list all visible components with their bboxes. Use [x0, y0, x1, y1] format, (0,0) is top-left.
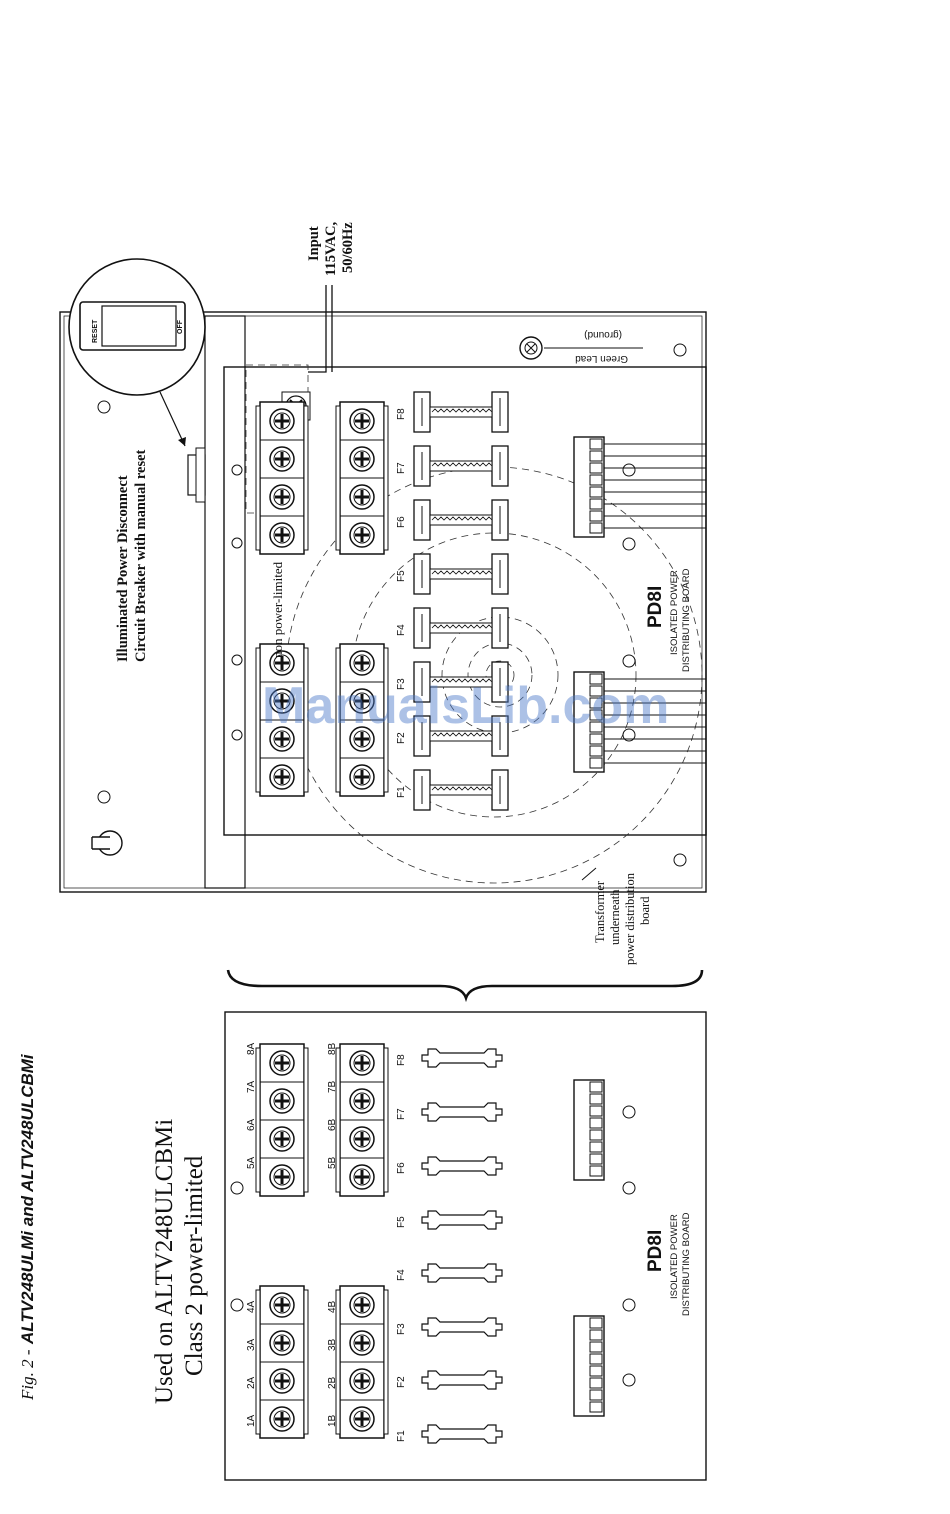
- figure-models: ALTV248ULMi and ALTV248ULCBMi: [18, 1053, 37, 1345]
- fuse-label: F3: [396, 678, 407, 690]
- svg-text:8B: 8B: [327, 1042, 338, 1055]
- terminal-block: [256, 1044, 308, 1196]
- terminal-labels-a: 1A 2A 3A 4A 5A 6A 7A 8A: [246, 1042, 257, 1427]
- connector-upper-b: [573, 436, 605, 538]
- mounting-hole: [97, 400, 111, 414]
- svg-text:1A: 1A: [246, 1414, 257, 1427]
- svg-text:F7: F7: [396, 1108, 407, 1120]
- svg-text:115VAC,: 115VAC,: [323, 222, 339, 276]
- figure-caption: Fig. 2 - ALTV248ULMi and ALTV248ULCBMi: [18, 1053, 37, 1401]
- svg-text:Used on ALTV248ULCBMi: Used on ALTV248ULCBMi: [151, 1119, 178, 1404]
- svg-text:F6: F6: [396, 1162, 407, 1174]
- board-subtitle-upper: ISOLATED POWER: [669, 570, 680, 655]
- connector-lower-b: [573, 1079, 605, 1181]
- board-subtitle-lower: ISOLATED POWER: [669, 1214, 680, 1299]
- terminal-block: [336, 1286, 388, 1438]
- svg-text:Transformer: Transformer: [593, 880, 607, 943]
- green-lead-label: Green Lead: [575, 353, 628, 364]
- svg-text:power distribution: power distribution: [623, 872, 637, 965]
- svg-text:F1: F1: [396, 1430, 407, 1442]
- upper-enclosure: RESET OFF Illuminated Power Disconnect C…: [59, 222, 707, 965]
- keyhole-icon: [90, 830, 123, 856]
- hinge-strip: [204, 315, 246, 889]
- fuse-label: F1: [396, 786, 407, 798]
- fuse-labels-lower: F1 F2 F3 F4 F5 F6 F7 F8: [396, 1054, 407, 1442]
- svg-text:F2: F2: [396, 1376, 407, 1388]
- svg-text:6B: 6B: [327, 1118, 338, 1131]
- svg-text:5A: 5A: [246, 1156, 257, 1169]
- svg-text:F8: F8: [396, 1054, 407, 1066]
- non-power-limited-label: non power-limited: [270, 561, 285, 658]
- input-label: Input 115VAC, 50/60Hz: [306, 222, 356, 276]
- fuse-label: F6: [396, 516, 407, 528]
- transformer-label: Transformer underneath power distributio…: [593, 872, 652, 965]
- svg-text:2A: 2A: [246, 1376, 257, 1389]
- svg-text:5B: 5B: [327, 1156, 338, 1169]
- terminal-block: [336, 402, 388, 554]
- switch-reset-label: RESET: [92, 319, 99, 343]
- terminal-block: [256, 1286, 308, 1438]
- svg-text:F4: F4: [396, 1269, 407, 1281]
- board-name-upper: PD8I: [645, 586, 666, 628]
- svg-text:7A: 7A: [246, 1080, 257, 1093]
- lower-board-section: Used on ALTV248ULCBMi Class 2 power-limi…: [151, 1011, 707, 1481]
- pd8i-board-lower: [224, 1011, 707, 1481]
- watermark: ManualsLib.com: [262, 677, 669, 735]
- pd8i-board-upper: [223, 366, 707, 836]
- fuse-clips-lower: [421, 1048, 503, 1444]
- ground-stud: [519, 336, 643, 360]
- board-subtitle-upper: DISTRIBUTING BOARD: [681, 568, 692, 672]
- terminal-block: [336, 1044, 388, 1196]
- cabinet-outline: [59, 311, 707, 893]
- mounting-hole: [673, 343, 687, 357]
- used-on-label: Used on ALTV248ULCBMi Class 2 power-limi…: [151, 1119, 208, 1404]
- breaker-label: Illuminated Power Disconnect Circuit Bre…: [115, 449, 149, 662]
- fuse-label: F2: [396, 732, 407, 744]
- breaker-switch-detail: RESET OFF: [68, 258, 206, 447]
- terminal-block: [256, 402, 308, 554]
- fuse-label: F5: [396, 570, 407, 582]
- figure-number: Fig. 2 -: [18, 1349, 37, 1401]
- svg-text:F5: F5: [396, 1216, 407, 1228]
- terminal-labels-b: 1B 2B 3B 4B 5B 6B 7B 8B: [327, 1042, 338, 1427]
- svg-text:4A: 4A: [246, 1300, 257, 1313]
- svg-text:3B: 3B: [327, 1338, 338, 1351]
- svg-text:3A: 3A: [246, 1338, 257, 1351]
- fuse-label: F7: [396, 462, 407, 474]
- svg-text:50/60Hz: 50/60Hz: [340, 222, 356, 273]
- brace: [226, 969, 704, 1003]
- switch-off-label: OFF: [177, 319, 184, 334]
- mounting-hole: [97, 790, 111, 804]
- connector-lower-a: [573, 1315, 605, 1417]
- mounting-hole: [673, 853, 687, 867]
- fuse-label: F4: [396, 624, 407, 636]
- svg-text:7B: 7B: [327, 1080, 338, 1093]
- svg-text:8A: 8A: [246, 1042, 257, 1055]
- svg-text:underneath: underneath: [608, 889, 622, 945]
- svg-text:board: board: [638, 896, 652, 925]
- fuse-row-upper: F1 F2 F3 F4 F5 F6 F7 F8: [396, 391, 509, 811]
- svg-text:2B: 2B: [327, 1376, 338, 1389]
- svg-text:4B: 4B: [327, 1300, 338, 1313]
- svg-text:Circuit Breaker with manual re: Circuit Breaker with manual reset: [133, 449, 149, 662]
- svg-text:6A: 6A: [246, 1118, 257, 1131]
- svg-text:1B: 1B: [327, 1414, 338, 1427]
- svg-text:Input: Input: [306, 226, 322, 261]
- ground-label: (ground): [584, 329, 622, 340]
- svg-text:Class 2 power-limited: Class 2 power-limited: [181, 1155, 208, 1376]
- fuse-label: F8: [396, 408, 407, 420]
- board-subtitle-lower: DISTRIBUTING BOARD: [681, 1212, 692, 1316]
- board-name-lower: PD8I: [645, 1230, 666, 1272]
- svg-text:F3: F3: [396, 1323, 407, 1335]
- svg-text:Illuminated Power Disconnect: Illuminated Power Disconnect: [115, 475, 131, 662]
